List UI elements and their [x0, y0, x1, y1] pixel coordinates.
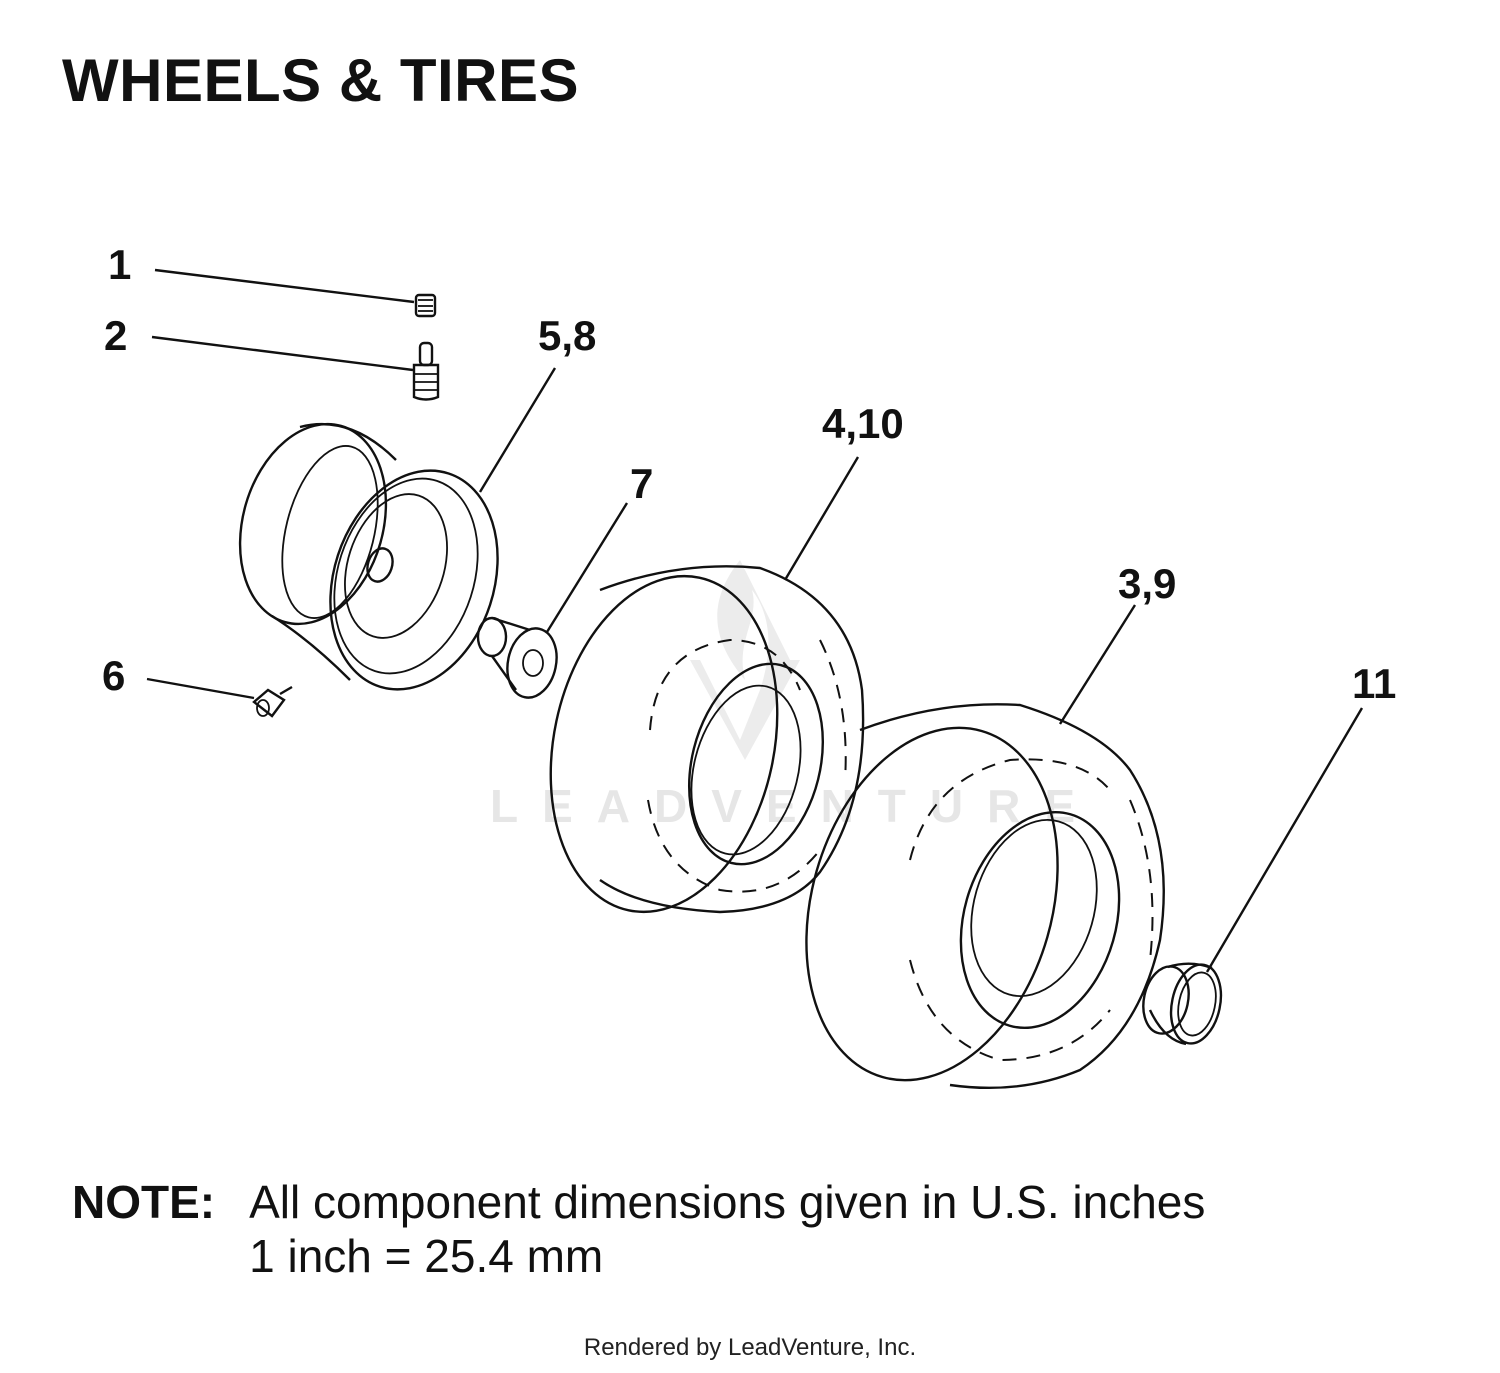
note-text: All component dimensions given in U.S. i… [249, 1175, 1205, 1283]
callout-4-10: 4,10 [822, 400, 904, 447]
note-line-2: 1 inch = 25.4 mm [249, 1230, 604, 1282]
part-hub-cap[interactable] [1137, 960, 1227, 1048]
callout-2: 2 [104, 312, 127, 359]
note-label: NOTE: [72, 1176, 216, 1228]
part-grease-fitting[interactable] [252, 685, 293, 718]
footer-credit: Rendered by LeadVenture, Inc. [583, 1334, 917, 1361]
callout-6: 6 [102, 652, 125, 699]
note-line-1: All component dimensions given in U.S. i… [249, 1176, 1206, 1228]
part-valve-cap[interactable] [414, 293, 437, 318]
callout-5-8: 5,8 [538, 312, 596, 359]
page-title: WHEELS & TIRES [62, 47, 580, 114]
callout-11: 11 [1352, 660, 1396, 707]
part-wheel-rim[interactable] [218, 407, 525, 712]
part-tire-front[interactable] [521, 555, 865, 933]
watermark-logo-icon [690, 560, 800, 760]
dimension-note: NOTE: All component dimensions given in … [72, 1175, 1205, 1283]
callout-3-9: 3,9 [1118, 560, 1176, 607]
callout-1: 1 [108, 241, 131, 288]
part-valve-stem[interactable] [412, 341, 440, 401]
leader-lines [146, 268, 1364, 973]
part-bushing[interactable] [476, 616, 563, 702]
callout-7: 7 [630, 460, 653, 507]
part-tire-rear[interactable] [767, 698, 1165, 1110]
watermark-text: LEADVENTURE [490, 780, 1099, 832]
